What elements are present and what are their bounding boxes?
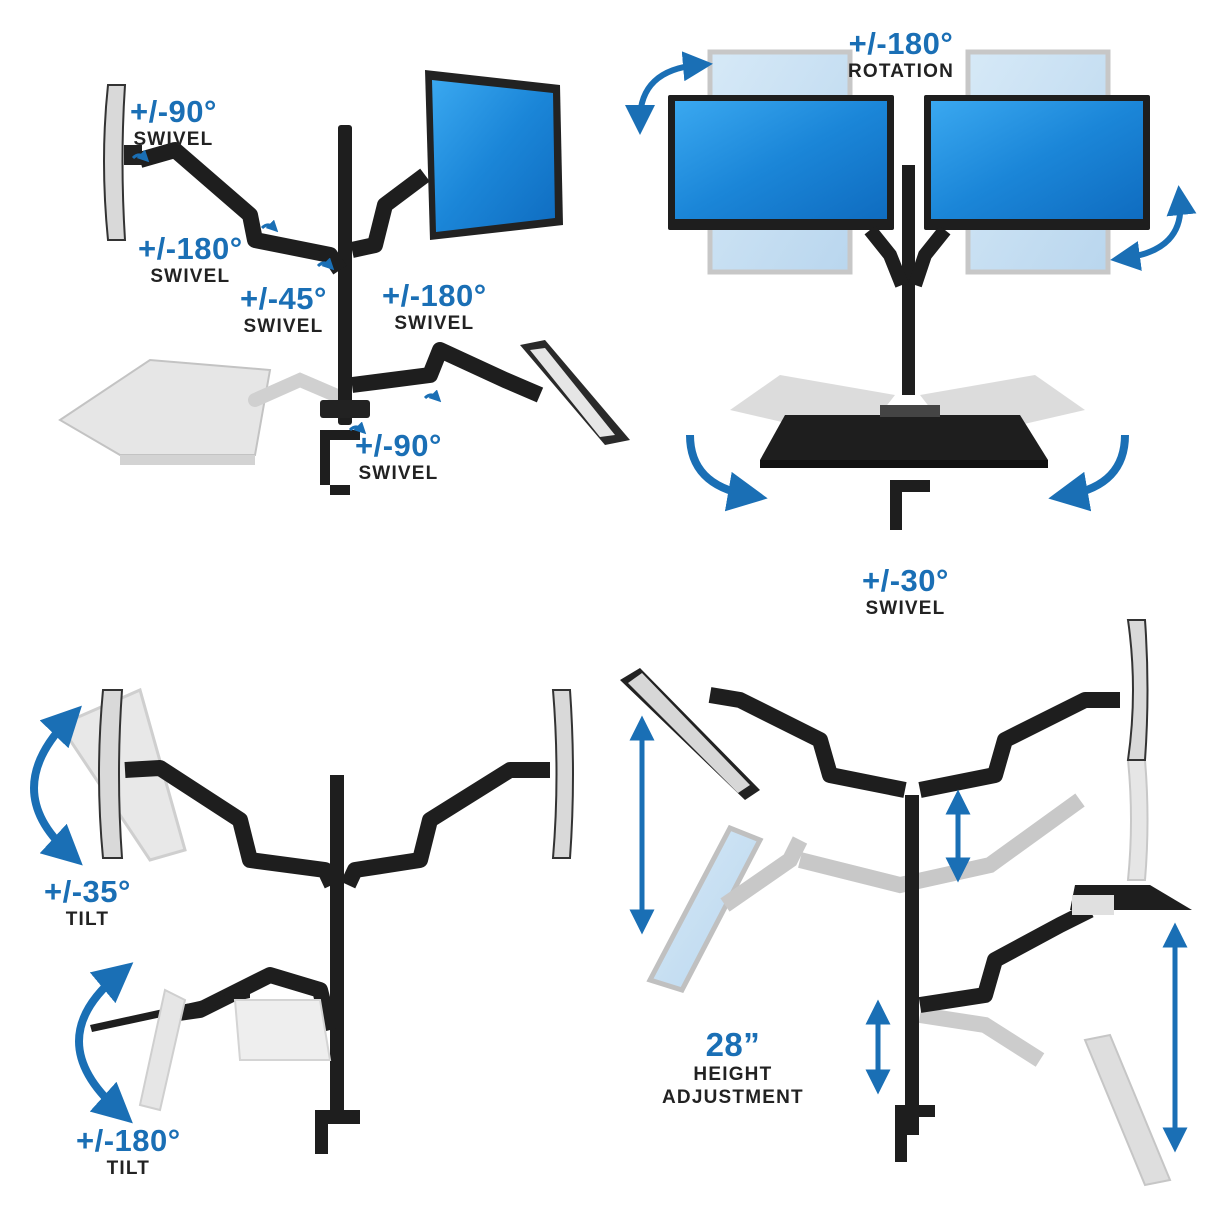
tray-arm — [918, 902, 1094, 1013]
label-tray-swivel-90: +/-90° SWIVEL — [355, 430, 442, 483]
motion-type: SWIVEL — [243, 316, 324, 337]
ghost-monitor-right-lower — [1126, 759, 1149, 881]
right-arm — [350, 168, 430, 258]
left-monitor-side — [98, 689, 124, 859]
right-arm — [340, 762, 550, 889]
tilt-arrow-monitor — [30, 705, 83, 866]
desk-clamp — [320, 400, 370, 495]
label-arm-swivel-180: +/-180° SWIVEL — [138, 233, 243, 286]
degree-value: +/-180° — [848, 26, 954, 61]
label-right-arm-swivel-180: +/-180° SWIVEL — [382, 280, 487, 333]
label-joint-swivel-45: +/-45° SWIVEL — [240, 283, 327, 336]
keyboard-tray — [760, 405, 1048, 468]
degree-value: +/-45° — [240, 281, 327, 316]
label-monitor-swivel-90: +/-90° SWIVEL — [130, 96, 217, 149]
desk-clamp — [890, 480, 930, 530]
panel-height — [620, 619, 1192, 1187]
monitor-upper-right — [1126, 619, 1149, 761]
degree-value: +/-180° — [382, 278, 487, 313]
motion-type: TILT — [65, 909, 110, 930]
monitor-right-landscape — [924, 95, 1150, 230]
rotation-arrow-right — [1110, 185, 1197, 271]
left-arm — [124, 760, 340, 889]
degree-value: +/-90° — [130, 94, 217, 129]
tilt-arrow-tray — [75, 962, 134, 1124]
label-monitor-tilt-35: +/-35° TILT — [44, 876, 131, 929]
monitor-left-landscape — [668, 95, 894, 230]
panel-rotation — [625, 49, 1197, 530]
ghost-tray-lower — [1083, 1033, 1172, 1187]
desk-clamp — [895, 1105, 935, 1162]
desk-clamp — [315, 1110, 360, 1154]
label-tray-tilt-180: +/-180° TILT — [76, 1125, 181, 1178]
ghost-monitor-lower — [646, 824, 764, 994]
mount-pole — [330, 775, 344, 1120]
degree-value: +/-180° — [138, 231, 243, 266]
panel-swivel-overview — [58, 70, 630, 495]
label-rotation-180: +/-180° ROTATION — [848, 28, 954, 81]
label-height-adjustment: 28” HEIGHT ADJUSTMENT — [662, 1028, 804, 1107]
degree-value: +/-35° — [44, 874, 131, 909]
left-arm — [708, 687, 907, 798]
degree-value: +/-90° — [355, 428, 442, 463]
motion-type: SWIVEL — [133, 129, 214, 150]
motion-type: ROTATION — [848, 61, 954, 82]
height-value: 28” — [705, 1026, 761, 1063]
left-arm — [137, 142, 347, 275]
mount-pole — [338, 125, 352, 425]
motion-type: SWIVEL — [150, 266, 231, 287]
panel-tilt — [30, 687, 574, 1154]
height-label-line2: ADJUSTMENT — [662, 1087, 804, 1108]
right-monitor-side — [551, 689, 574, 859]
motion-type: TILT — [106, 1158, 151, 1179]
right-arm — [918, 692, 1120, 798]
label-tray-swivel-30: +/-30° SWIVEL — [862, 565, 949, 618]
mount-pole — [902, 165, 915, 395]
tray-arm — [163, 967, 338, 1032]
swivel-arrow-left — [686, 434, 768, 512]
motion-type: SWIVEL — [358, 463, 439, 484]
ghost-keyboard-tray — [58, 358, 342, 465]
right-monitor — [425, 70, 563, 240]
swivel-arrow-right — [1048, 434, 1129, 512]
rotation-arrow-left — [625, 51, 713, 135]
degree-value: +/-30° — [862, 563, 949, 598]
tray-arm — [350, 342, 544, 403]
motion-type: SWIVEL — [394, 313, 475, 334]
degree-value: +/-180° — [76, 1123, 181, 1158]
motion-type: SWIVEL — [865, 598, 946, 619]
height-label-line1: HEIGHT — [693, 1064, 773, 1085]
mount-pole — [905, 795, 919, 1135]
ghost-keyboard-tray — [138, 988, 187, 1112]
